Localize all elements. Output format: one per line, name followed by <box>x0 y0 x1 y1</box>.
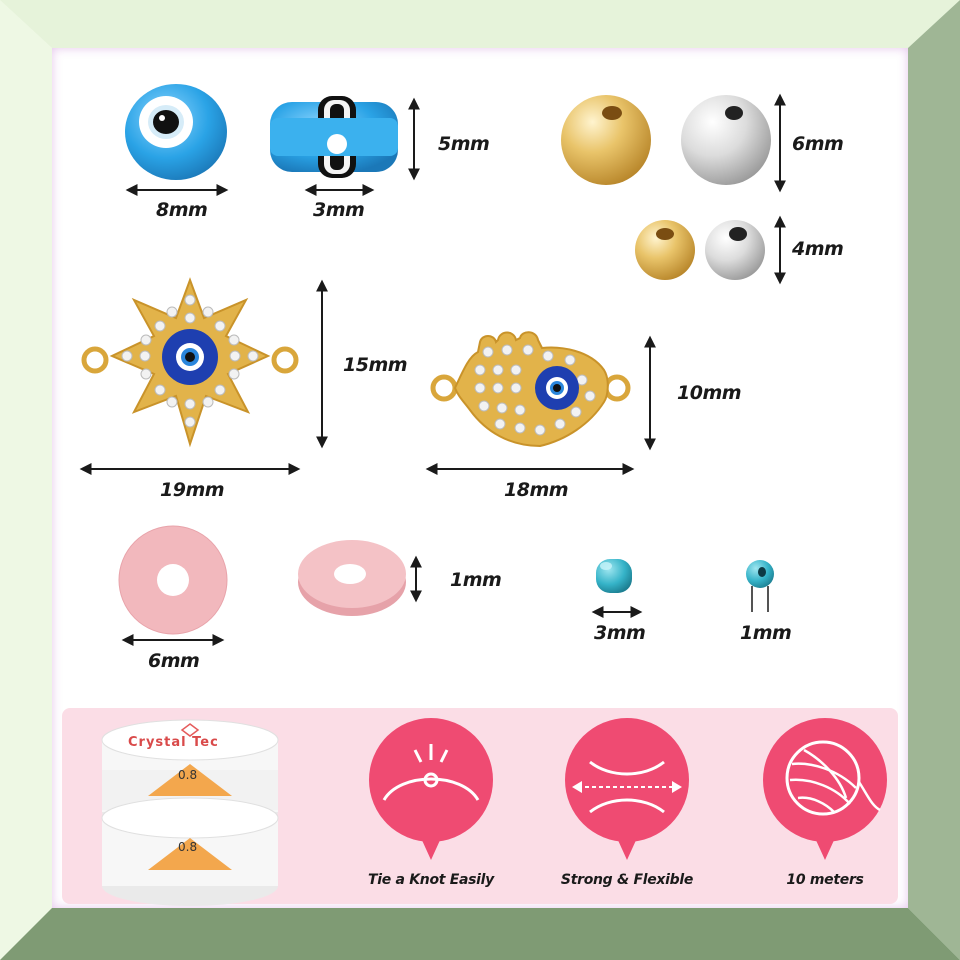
seed-bead-front <box>596 559 632 593</box>
silver-bead-4mm <box>705 220 765 280</box>
feature-caption-knot: Tie a Knot Easily <box>367 872 495 888</box>
spool-size-label-top: 0.8 <box>178 768 198 782</box>
dim-label-metal-4mm: 4mm <box>792 238 844 260</box>
elastic-cord-spool-bottom <box>101 797 279 906</box>
spool-brand-label: Crystal Tec <box>128 735 219 750</box>
silver-bead-6mm <box>681 95 771 185</box>
feature-caption-length: 10 meters <box>786 872 864 888</box>
dim-label-eye-thickness: 5mm <box>438 133 490 155</box>
dim-label-hamsa-width: 18mm <box>504 479 569 501</box>
gold-bead-4mm <box>635 220 695 280</box>
cord-panel-graphics <box>101 718 887 906</box>
dim-label-star-width: 19mm <box>160 479 225 501</box>
dim-label-metal-6mm: 6mm <box>792 133 844 155</box>
dim-label-eye-hole: 3mm <box>313 199 365 221</box>
dim-label-seed-diameter: 3mm <box>594 622 646 644</box>
evil-eye-bead-side <box>270 96 398 178</box>
yarn-ball-icon <box>763 718 887 860</box>
bead-illustrations <box>79 84 786 646</box>
clay-disc-side <box>298 540 406 616</box>
dim-label-hamsa-height: 10mm <box>677 382 742 404</box>
brand-logo-mark <box>180 723 200 737</box>
knot-icon <box>369 718 493 860</box>
dim-label-disc-diameter: 6mm <box>148 650 200 672</box>
gold-bead-6mm <box>561 95 651 185</box>
feature-caption-strong: Strong & Flexible <box>560 872 694 888</box>
seed-bead-hole-view <box>746 560 774 588</box>
clay-disc-front <box>118 525 228 635</box>
dim-label-disc-thickness: 1mm <box>450 569 502 591</box>
spool-size-label-bottom: 0.8 <box>178 840 198 854</box>
dim-label-star-height: 15mm <box>343 354 408 376</box>
dim-label-seed-hole: 1mm <box>740 622 792 644</box>
star-evil-eye-charm <box>81 277 299 448</box>
dim-label-eye-diameter: 8mm <box>156 199 208 221</box>
evil-eye-bead-front <box>125 84 227 180</box>
hamsa-evil-eye-charm <box>430 331 631 448</box>
stretch-icon <box>565 718 689 860</box>
